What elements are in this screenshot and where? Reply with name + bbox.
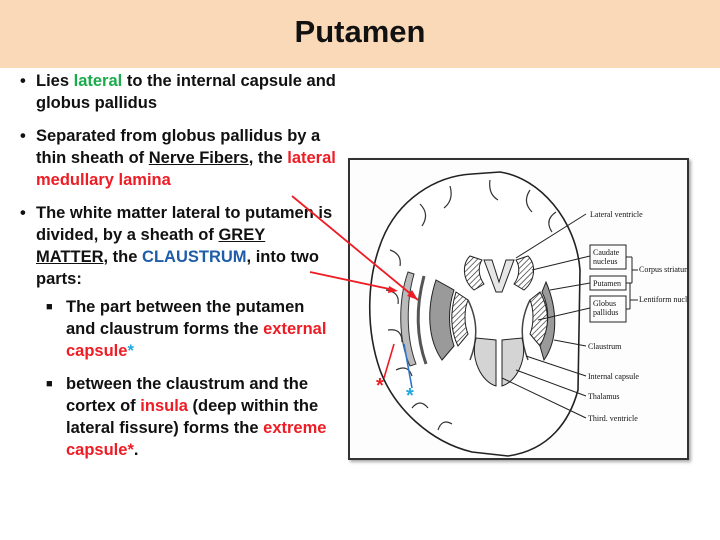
internal-capsule-shape [467, 299, 531, 361]
label-caudate-line1: Caudate [593, 248, 620, 257]
label-caudate-nucleus: Caudate nucleus [593, 248, 621, 266]
leader-lines [501, 213, 638, 419]
bullet-dot: • [20, 204, 26, 222]
label-lentiform-nucleus: Lentiform nucleus [639, 295, 687, 304]
square-bullet-icon: ■ [46, 301, 53, 313]
bullet-item: • The white matter lateral to putamen is… [20, 202, 338, 290]
right-lentiform-shape [529, 291, 548, 347]
subbullet-text: The part between the putamen and claustr… [66, 298, 305, 338]
caudate-shape-right [513, 255, 534, 291]
globus-pallidus-shape [451, 291, 469, 347]
lateral-ventricle-shape [483, 259, 515, 293]
bullet-list: • Lies lateral to the internal capsule a… [20, 70, 338, 472]
term-lateral: lateral [73, 72, 123, 90]
subbullet-text: (deep within the lateral fissure) forms … [66, 397, 319, 437]
term-external-capsule: external capsule [66, 320, 327, 360]
right-putamen-shape [539, 280, 556, 362]
bullet-text: , the [248, 149, 288, 167]
label-claustrum: Claustrum [588, 342, 622, 351]
term-insula: insula [140, 397, 188, 415]
term-grey-matter: GREY MATTER [36, 226, 266, 266]
putamen-shape [429, 279, 455, 361]
title-band [0, 0, 720, 68]
subbullet-item: ■ between the claustrum and the cortex o… [20, 373, 338, 461]
subbullet-text: between the claustrum and the cortex of [66, 375, 309, 415]
thalamus-shape [474, 337, 524, 387]
bullet-text: , the [103, 248, 143, 266]
label-corpus-striatum: Corpus striatum [639, 265, 687, 274]
red-star-marker: * [127, 441, 134, 459]
term-nerve-fibers: Nerve Fibers [148, 149, 249, 167]
brain-diagram: Lateral ventricle Caudate nucleus Putame… [368, 171, 687, 457]
label-lateral-ventricle: Lateral ventricle [590, 210, 643, 219]
blue-star-marker: * [127, 342, 134, 360]
subbullet-item: ■ The part between the putamen and claus… [20, 296, 338, 362]
label-globus-pallidus: Globus pallidus [593, 299, 618, 317]
label-thalamus: Thalamus [588, 392, 620, 401]
term-lateral-medullary-lamina: lateral medullary lamina [36, 149, 336, 189]
brain-section-figure: Lateral ventricle Caudate nucleus Putame… [348, 158, 689, 460]
bullet-item: • Separated from globus pallidus by a th… [20, 125, 338, 191]
bullet-dot: • [20, 127, 26, 145]
term-claustrum: CLAUSTRUM [142, 248, 247, 266]
label-caudate-line2: nucleus [593, 257, 617, 266]
label-putamen: Putamen [593, 279, 621, 288]
square-bullet-icon: ■ [46, 378, 53, 390]
caudate-shape [464, 255, 485, 291]
bullet-text: Separated from globus pallidus by a thin… [36, 127, 321, 167]
subbullet-text: . [133, 441, 139, 459]
slide-title: Putamen [294, 14, 426, 49]
term-extreme-capsule: extreme capsule [66, 419, 327, 459]
bullet-dot: • [20, 72, 26, 90]
bullet-text: Lies [36, 72, 74, 90]
label-internal-capsule: Internal capsule [588, 372, 639, 381]
bullet-item: • Lies lateral to the internal capsule a… [20, 70, 338, 114]
claustrum-shape [416, 275, 428, 365]
bullet-text: The white matter lateral to putamen is d… [36, 204, 333, 244]
label-third-ventricle: Third. ventricle [588, 414, 638, 423]
bullet-text: to the internal capsule and globus palli… [36, 72, 336, 112]
